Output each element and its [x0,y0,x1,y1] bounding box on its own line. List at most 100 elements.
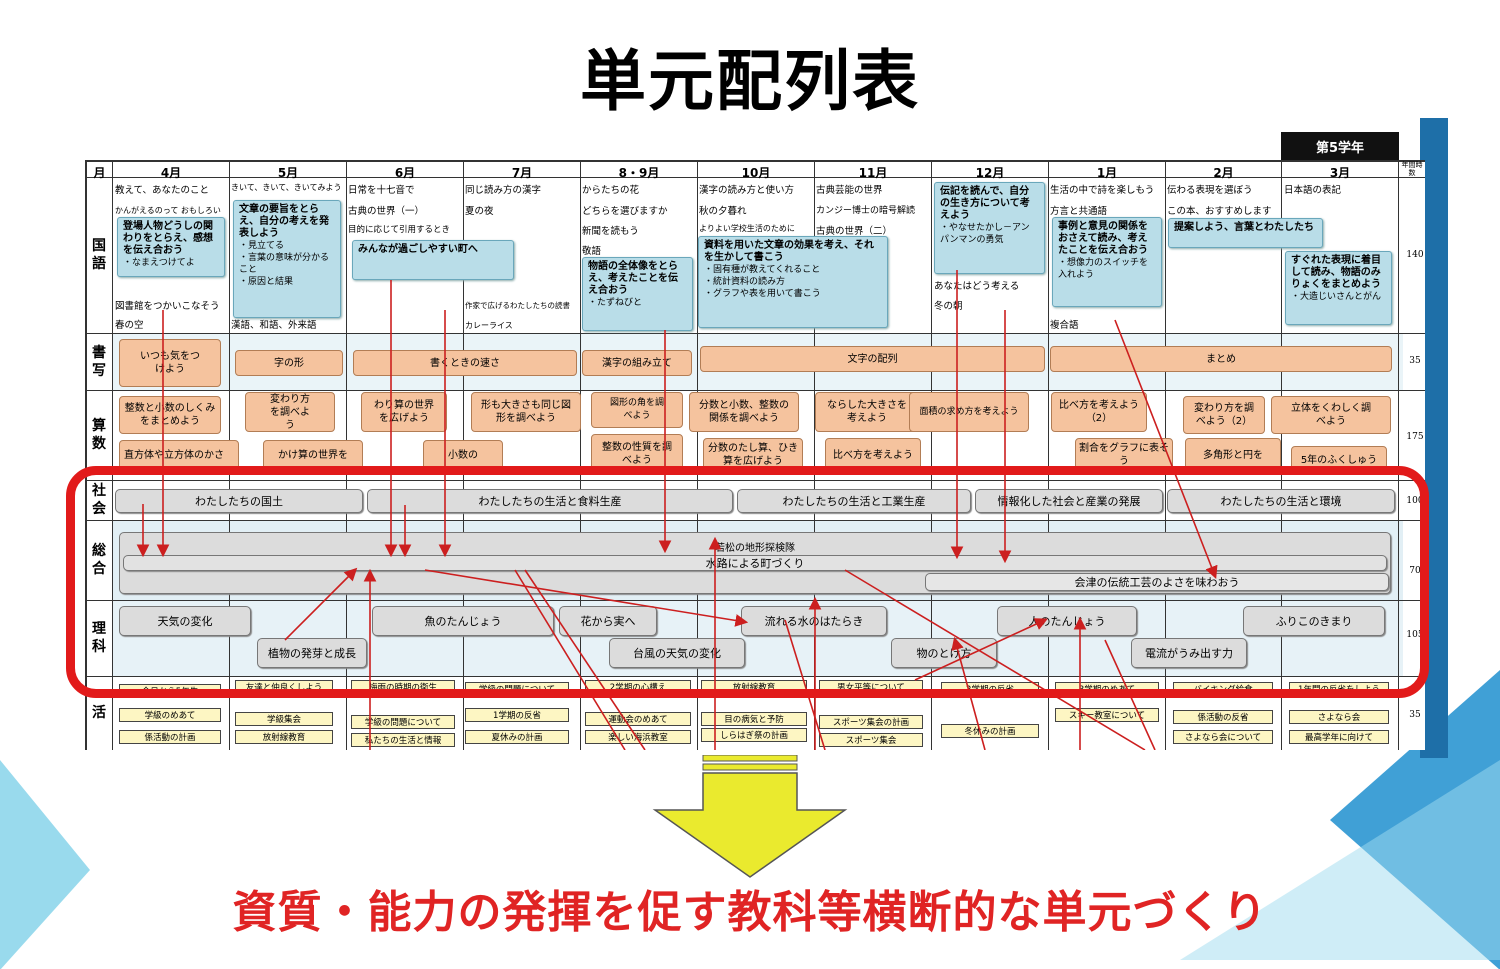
grade-label: 第5学年 [1281,132,1399,160]
kokugo-text: この本、おすすめします [1167,206,1272,217]
hours-sansu: 175 [1406,432,1424,442]
month-apr: 4月 [160,166,182,180]
shosha-unit: いつも気をつけよう [119,339,221,387]
shosha-unit: 文字の配列 [700,346,1045,372]
connection-arrows [136,270,1218,750]
subject-sansu: 算数 [92,418,106,452]
katsu-item: 1学期の反省 [465,708,569,722]
kokugo-unit-box: 事例と意見の関係をおさえて読み、考えたことを伝え合おう・想像力のスイッチを入れよ… [1052,217,1162,307]
kokugo-text: 教えて、あなたのこと [115,185,210,196]
month-nov: 11月 [858,166,888,180]
subject-shosha: 書写 [92,344,106,379]
kokugo-text: 伝わる表現を選ぼう [1167,185,1253,196]
kokugo-unit-box: すぐれた表現に着目して読み、物語のみりょくをまとめよう・大造じいさんとがん [1285,251,1392,325]
sansu-unit: 小数の [423,440,503,470]
arrow-connector [914,618,1048,681]
kokugo-text: 漢字の読み方と使い方 [699,185,795,196]
sansu-unit: かけ算の世界を [263,440,363,470]
katsu-item: 運動会のめあて [585,712,691,726]
highlight-frame [66,466,1429,698]
katsu-item: 学級の問題について [351,715,455,729]
month-dec: 12月 [975,166,1005,180]
katsu-item: 学級集会 [235,712,333,726]
rika-unit: 台風の天気の変化 [609,638,745,668]
kokugo-text: よりよい学校生活のために [699,224,795,233]
kokugo-text: 春の空 [115,320,144,331]
down-arrow-icon [652,755,848,878]
sansu-unit: 図形の角を調べよう [591,392,683,428]
shakai-unit: わたしたちの生活と工業生産 [737,489,971,513]
kokugo-unit-box: 物語の全体像をとらえ、考えたことを伝え合おう・たずねびと [582,257,693,331]
sogo-unit: 会津の伝統工芸のよさを味わおう [925,573,1389,591]
sansu-unit: 形も大きさも同じ図形を調べよう [471,392,581,432]
katsu-item: スポーツ集会 [819,733,923,747]
katsu-item: 係活動の反省 [1173,710,1273,724]
kokugo-text: 目的に応じて引用するとき [348,225,451,235]
kokugo-text: 漢語、和語、外来語 [231,320,317,331]
sansu-unit: 立体をくわしく調べよう [1271,396,1391,434]
sansu-unit: 分数と小数、整数の関係を調べよう [689,392,799,432]
hours-header-label: 年間時数 [1401,161,1423,177]
kokugo-text: 古典の世界（一） [348,206,425,217]
subject-kokugo: 国語 [92,238,106,272]
rika-unit: 天気の変化 [119,606,251,636]
shakai-unit: わたしたちの生活と食料生産 [367,489,733,513]
month-header-label: 月 [93,166,106,180]
shosha-unit: 字の形 [235,350,343,376]
kokugo-text: あなたはどう考える [934,281,1020,292]
katsu-item: 係活動の計画 [119,730,221,744]
katsu-item: 目の病気と予防 [701,712,807,726]
kokugo-text: 方言と共通語 [1050,206,1108,217]
kokugo-text: 秋の夕暮れ [699,206,747,217]
rika-unit: ふりこのきまり [1243,606,1385,636]
kokugo-text: 古典の世界（二） [816,226,893,237]
month-jun: 6月 [394,166,416,180]
sansu-unit: 変わり方を調べよう [245,392,335,432]
katsu-item: 放射線教育 [235,730,333,744]
bottom-message: 資質・能力の発揮を促す教科等横断的な単元づくり [232,887,1268,938]
sansu-unit: 面積の求め方を考えよう [909,392,1029,432]
kokugo-text: 図書館をつかいこなそう [115,301,220,312]
kokugo-text: 作家で広げるわたしたちの読書 [465,301,570,310]
kokugo-text: 生活の中で詩を楽しもう [1050,185,1155,196]
subject-sogo: 総合 [92,543,106,577]
kokugo-text: どちらを選びますか [582,206,668,217]
kokugo-text: 敬語 [582,246,602,257]
month-feb: 2月 [1213,166,1234,180]
arrow-connector [1114,319,1218,579]
page-title: 単元配列表 [580,43,920,120]
kokugo-text: からたちの花 [582,185,640,196]
month-aug-sep: 8・9月 [618,166,660,180]
rika-unit: 電流がうみ出す力 [1131,638,1247,668]
sansu-unit: ならした大きさを考えよう [815,392,919,432]
kokugo-unit-box: 文章の要旨をとらえ、自分の考えを発表しよう・見立てる ・言葉の意味が分かること … [233,200,341,318]
shosha-unit: 漢字の組み立て [582,350,692,376]
arrow-connector [424,569,749,627]
kokugo-unit-box: 提案しよう、言葉とわたしたち [1168,218,1323,248]
kokugo-unit-box: 伝記を読んで、自分の生き方について考えよう・やなせたかし－アンパンマンの勇気 [934,182,1045,274]
katsu-item: さよなら会 [1289,710,1389,724]
kokugo-text: きいて、きいて、きいてみよう [231,183,342,192]
sansu-unit: わり算の世界を広げよう [361,392,447,432]
kokugo-text: 日常を十七音で [348,185,415,196]
rika-unit: 魚のたんじょう [372,606,554,636]
kokugo-text: かんがえるのって おもしろい [115,206,221,215]
kokugo-text: カレーライス [465,321,513,330]
hours-rika: 105 [1406,630,1424,640]
hours-sogo: 70 [1409,566,1421,576]
sansu-unit: 整数と小数のしくみをまとめよう [119,396,221,434]
kokugo-unit-box: みんなが過ごしやすい町へ [352,240,514,280]
month-oct: 10月 [741,166,771,180]
kokugo-text: 新聞を読もう [582,226,639,237]
rika-unit: 物のとけ方 [891,638,997,668]
rika-unit: 花から実へ [559,606,657,636]
subject-rika: 理科 [92,621,106,655]
kokugo-unit-box: 登場人物どうしの関わりをとらえ、感想を伝え合おう・なまえつけてよ [117,217,225,277]
subject-katsu: 活 [92,705,106,721]
shakai-unit: わたしたちの生活と環境 [1167,489,1395,513]
katsu-item: 学級のめあて [119,708,221,722]
katsu-item: 夏休みの計画 [465,730,569,744]
month-jan: 1月 [1096,166,1118,180]
kokugo-text: カンジー博士の暗号解読 [816,206,916,216]
month-mar: 3月 [1329,166,1351,180]
